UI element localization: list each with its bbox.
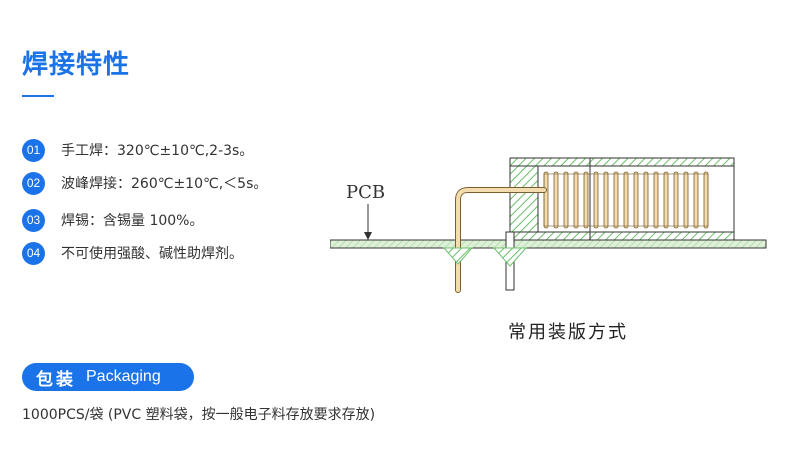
housing-bottom: [509, 231, 735, 241]
spring-coil: [543, 171, 709, 229]
feature-number-badge: 04: [22, 241, 45, 265]
feature-item: 03 焊锡：含锡量 100%。: [22, 208, 204, 232]
packaging-text: 1000PCS/袋 (PVC 塑料袋，按一般电子料存放要求存放): [22, 407, 376, 423]
spring-outline: [543, 173, 709, 227]
feature-text: 波峰焊接：260℃±10℃,＜5s。: [61, 176, 268, 192]
housing-left-wall: [509, 165, 539, 233]
diagram-caption: 常用装版方式: [508, 322, 628, 343]
mounting-diagram: PCB: [330, 157, 767, 293]
pcb-arrow-head: [364, 232, 372, 240]
feature-text: 手工焊：320℃±10℃,2-3s。: [61, 143, 254, 159]
solder-fillet: [442, 247, 474, 265]
feature-item: 04 不可使用强酸、碱性助焊剂。: [22, 241, 243, 265]
title-underline: [22, 95, 54, 97]
feature-number-badge: 02: [22, 171, 45, 195]
solder-fillet: [492, 247, 528, 267]
pcb-board: [330, 239, 767, 249]
packaging-label-cn: 包装: [36, 369, 76, 390]
feature-item: 02 波峰焊接：260℃±10℃,＜5s。: [22, 171, 268, 195]
housing-top: [509, 157, 735, 167]
pcb-label: PCB: [346, 182, 385, 203]
lead-wire: [456, 188, 546, 292]
feature-text: 不可使用强酸、碱性助焊剂。: [61, 246, 243, 262]
feature-text: 焊锡：含锡量 100%。: [61, 213, 204, 229]
feature-number-badge: 03: [22, 208, 45, 232]
feature-item: 01 手工焊：320℃±10℃,2-3s。: [22, 138, 254, 162]
packaging-header: 包装 Packaging: [22, 363, 194, 391]
section-title: 焊接特性: [22, 50, 131, 80]
packaging-label-en: Packaging: [86, 368, 161, 385]
feature-number-badge: 01: [22, 138, 45, 162]
